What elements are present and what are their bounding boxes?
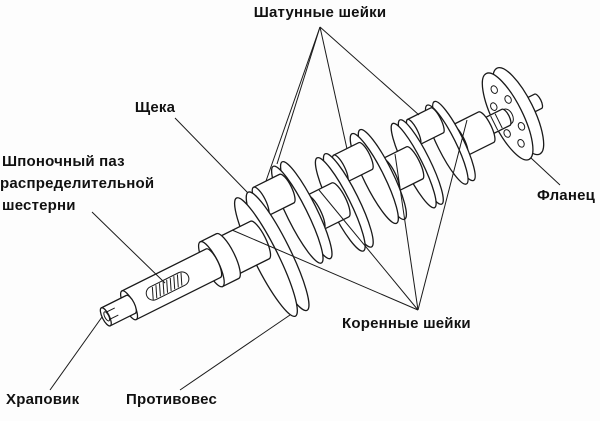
leader-main-1 [231, 229, 419, 311]
flange-bolt-hole [504, 95, 512, 104]
leader-main-2 [318, 189, 419, 311]
leader-flange [530, 157, 561, 186]
label-flange: Фланец [537, 187, 596, 204]
ratchet-edge [110, 314, 119, 320]
leader-crankpin-3 [319, 26, 420, 116]
leader-counterweight [179, 314, 291, 391]
label-main-journals: Коренные шейки [342, 315, 471, 332]
ratchet-edge [106, 307, 115, 313]
label-keyway-line3: шестерни [2, 197, 76, 214]
main-journal-2 [305, 182, 351, 231]
leader-main-4 [417, 119, 468, 311]
front-collar [199, 232, 241, 288]
leader-keyway [91, 211, 166, 284]
leader-crankpin-2 [319, 26, 348, 150]
flange-bolt-hole [490, 85, 498, 94]
flange-bolt-hole [517, 139, 525, 148]
crankshaft-drawing [99, 67, 545, 327]
flange-bolt-hole [517, 122, 526, 131]
stub-serration [490, 115, 499, 131]
leader-ratchet [49, 316, 103, 391]
label-ratchet: Храповик [6, 391, 80, 408]
label-web-cheek: Щека [135, 99, 176, 116]
leader-main-3 [394, 153, 419, 311]
label-keyway-line1: Шпоночный паз [2, 153, 125, 170]
label-crankpin-journals: Шатунные шейки [254, 4, 387, 21]
leader-crankpin-4 [276, 26, 321, 165]
leader-web-cheek [174, 117, 249, 194]
main-journal-3 [381, 146, 425, 192]
ratchet-slot [103, 311, 111, 322]
flange-bolt-hole [503, 129, 511, 138]
leader-lines [49, 26, 561, 391]
flange-bolt-hole [490, 102, 498, 111]
leader-crankpin-1 [265, 26, 321, 182]
label-counterweight: Противовес [126, 391, 217, 408]
keyway-hatch [151, 272, 183, 300]
stub-serration [494, 113, 503, 129]
label-keyway-line2: распределительной [0, 175, 154, 192]
